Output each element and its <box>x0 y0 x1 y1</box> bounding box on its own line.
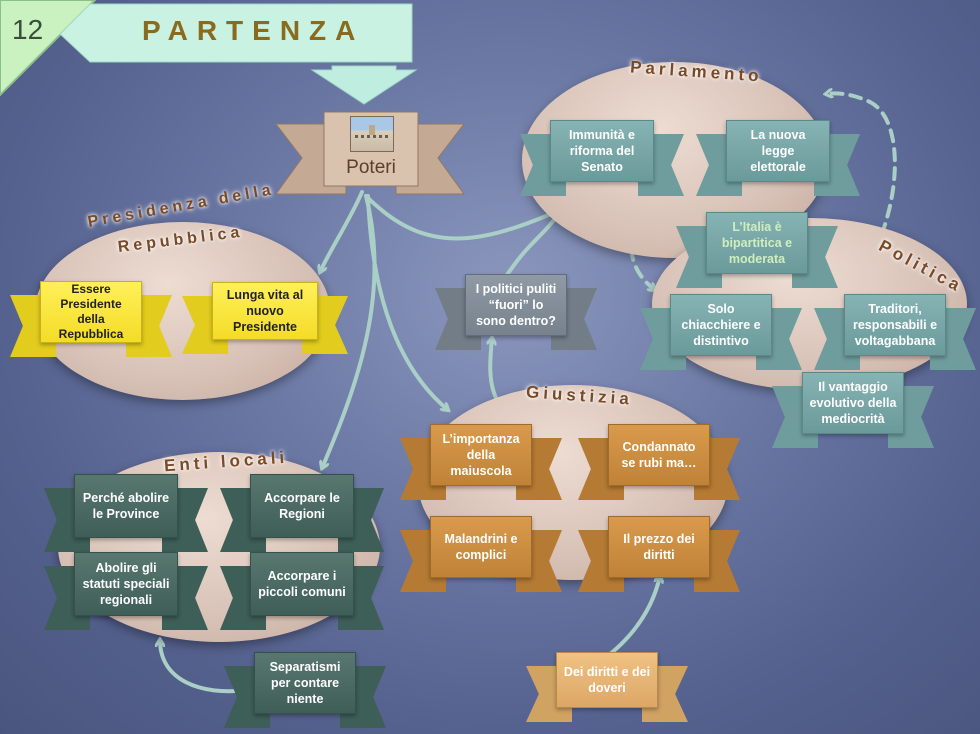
palace-image <box>350 116 394 152</box>
separatismi-item[interactable]: Separatismi per contare niente <box>224 652 386 728</box>
enti-locali-item-1[interactable]: Perché abolire le Province <box>44 474 208 552</box>
dashed-arrow-politica-parlamento <box>826 93 897 254</box>
politica-item-3[interactable]: Traditori, responsabili e voltagabbana <box>814 294 976 370</box>
giustizia-item-1-label: L’importanza della maiuscola <box>430 424 532 486</box>
arrow-poteri-presidenza <box>320 190 364 272</box>
presidenza-item-2-label: Lunga vita al nuovo Presidente <box>212 282 318 340</box>
politica-item-2-label: Solo chiacchiere e distintivo <box>670 294 772 356</box>
parlamento-item-2[interactable]: La nuova legge elettorale <box>696 120 860 196</box>
politica-item-4[interactable]: Il vantaggio evolutivo della mediocrità <box>772 372 934 448</box>
giustizia-item-2-label: Condannato se rubi ma… <box>608 424 710 486</box>
enti-locali-item-2[interactable]: Accorpare le Regioni <box>220 474 384 552</box>
slide-number: 12 <box>12 14 44 45</box>
page-title: PARTENZA <box>142 15 365 46</box>
giustizia-item-3-label: Malandrini e complici <box>430 516 532 578</box>
arrow-poteri-giustizia <box>366 194 448 410</box>
giustizia-item-2[interactable]: Condannato se rubi ma… <box>578 424 740 500</box>
giustizia-item-4-label: Il prezzo dei diritti <box>608 516 710 578</box>
diritti-doveri-item[interactable]: Dei diritti e dei doveri <box>526 652 688 722</box>
presidenza-item-2[interactable]: Lunga vita al nuovo Presidente <box>182 282 348 354</box>
arrow-poteri-enti <box>322 194 377 468</box>
parlamento-item-2-label: La nuova legge elettorale <box>726 120 830 182</box>
enti-locali-item-4[interactable]: Accorpare i piccoli comuni <box>220 552 384 630</box>
presidenza-item-1[interactable]: Essere Presidente della Repubblica <box>10 281 172 357</box>
politica-item-1-label: L’Italia è bipartitica e moderata <box>706 212 808 274</box>
arrow-giustizia-puliti <box>490 338 498 400</box>
politici-puliti-label: I politici puliti “fuori” lo sono dentro… <box>465 274 567 336</box>
arrow-poteri-parlamento <box>364 194 560 241</box>
parlamento-item-1-label: Immunità e riforma del Senato <box>550 120 654 182</box>
poteri-label[interactable]: Poteri <box>346 157 396 178</box>
giustizia-item-1[interactable]: L’importanza della maiuscola <box>400 424 562 500</box>
arrow-separatismi-enti <box>160 640 250 694</box>
politica-item-2[interactable]: Solo chiacchiere e distintivo <box>640 294 802 370</box>
enti-locali-item-2-label: Accorpare le Regioni <box>250 474 354 538</box>
diritti-doveri-label: Dei diritti e dei doveri <box>556 652 658 708</box>
enti-locali-item-3[interactable]: Abolire gli statuti speciali regionali <box>44 552 208 630</box>
politica-item-3-label: Traditori, responsabili e voltagabbana <box>844 294 946 356</box>
presidenza-item-1-label: Essere Presidente della Repubblica <box>40 281 142 343</box>
title-banner <box>60 3 418 105</box>
politica-item-4-label: Il vantaggio evolutivo della mediocrità <box>802 372 904 434</box>
politica-item-1[interactable]: L’Italia è bipartitica e moderata <box>676 212 838 288</box>
separatismi-label: Separatismi per contare niente <box>254 652 356 714</box>
giustizia-item-3[interactable]: Malandrini e complici <box>400 516 562 592</box>
enti-locali-item-3-label: Abolire gli statuti speciali regionali <box>74 552 178 616</box>
poteri-ribbon <box>276 111 466 195</box>
enti-locali-item-1-label: Perché abolire le Province <box>74 474 178 538</box>
enti-locali-item-4-label: Accorpare i piccoli comuni <box>250 552 354 616</box>
giustizia-item-4[interactable]: Il prezzo dei diritti <box>578 516 740 592</box>
parlamento-item-1[interactable]: Immunità e riforma del Senato <box>520 120 684 196</box>
politici-puliti-item[interactable]: I politici puliti “fuori” lo sono dentro… <box>435 274 597 350</box>
